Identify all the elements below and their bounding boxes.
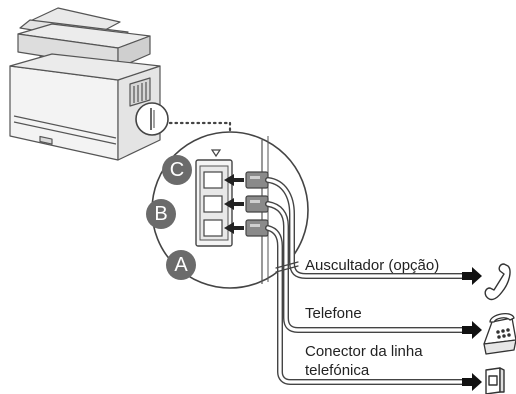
port-badge-a: A — [166, 250, 196, 280]
line-connector-label-2: telefónica — [305, 362, 370, 379]
printer-icon — [9, 7, 161, 161]
port-badge-c: C — [162, 155, 192, 185]
arrow-left-icon — [224, 174, 244, 234]
handset-icon — [484, 263, 511, 301]
wall-jack-icon — [485, 367, 505, 394]
cable-plugs — [245, 171, 269, 237]
port-badge-b: B — [146, 199, 176, 229]
line-connector-label-1: Conector da linha — [305, 343, 423, 360]
telephone-icon — [483, 312, 516, 355]
cables — [265, 177, 465, 385]
port-highlight-circle — [135, 102, 169, 136]
arrow-right-icon — [462, 267, 482, 391]
handset-label: Auscultador (opção) — [305, 257, 440, 274]
telephone-label: Telefone — [305, 305, 362, 322]
